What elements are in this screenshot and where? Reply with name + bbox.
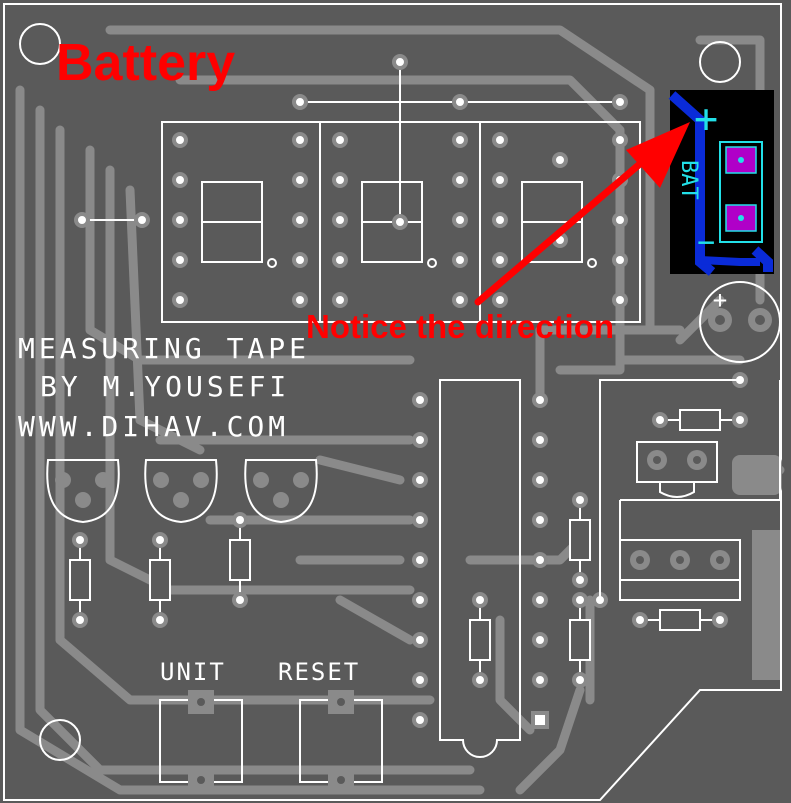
battery-outline [719,141,763,243]
ic-dip [412,379,549,758]
mounting-holes [19,23,741,761]
button-unit-label: UNIT [160,658,226,686]
battery-minus-mark: − [697,225,715,260]
annotation-notice-direction: Notice the direction [306,308,614,345]
capacitor-plus-mark: + [713,286,727,314]
resistors [69,409,740,680]
resistor-wires [599,379,781,600]
transistor-3 [244,459,318,524]
battery-connector: + − BAT [668,90,774,276]
ground-strip-right [752,530,780,680]
battery-bat-label: BAT [676,160,701,200]
transistor-1 [46,459,120,524]
mounting-hole-top-left [19,23,61,65]
push-buttons [159,690,383,792]
button-unit [159,690,243,792]
silk-title-line3: WWW.DIHAV.COM [18,410,289,443]
battery-plus-mark: + [694,96,718,142]
resistor-pads [72,372,748,688]
button-reset [299,690,383,792]
board-outline [3,3,782,801]
annotation-battery-title: Battery [56,34,235,92]
ground-pad-right [732,455,782,495]
display-pads [74,54,628,308]
silk-title-line2: BY M.YOUSEFI [40,370,290,403]
direction-arrow [474,122,690,306]
silk-title-line1: MEASURING TAPE [18,332,310,365]
button-reset-label: RESET [278,658,360,686]
copper-traces [15,25,785,795]
transistors [46,459,318,524]
regulator-header [619,441,741,601]
mounting-hole-top-right [699,41,741,83]
mounting-hole-bottom-left [39,719,81,761]
capacitor-electrolytic: + [699,281,781,363]
transistor-2 [144,459,218,524]
